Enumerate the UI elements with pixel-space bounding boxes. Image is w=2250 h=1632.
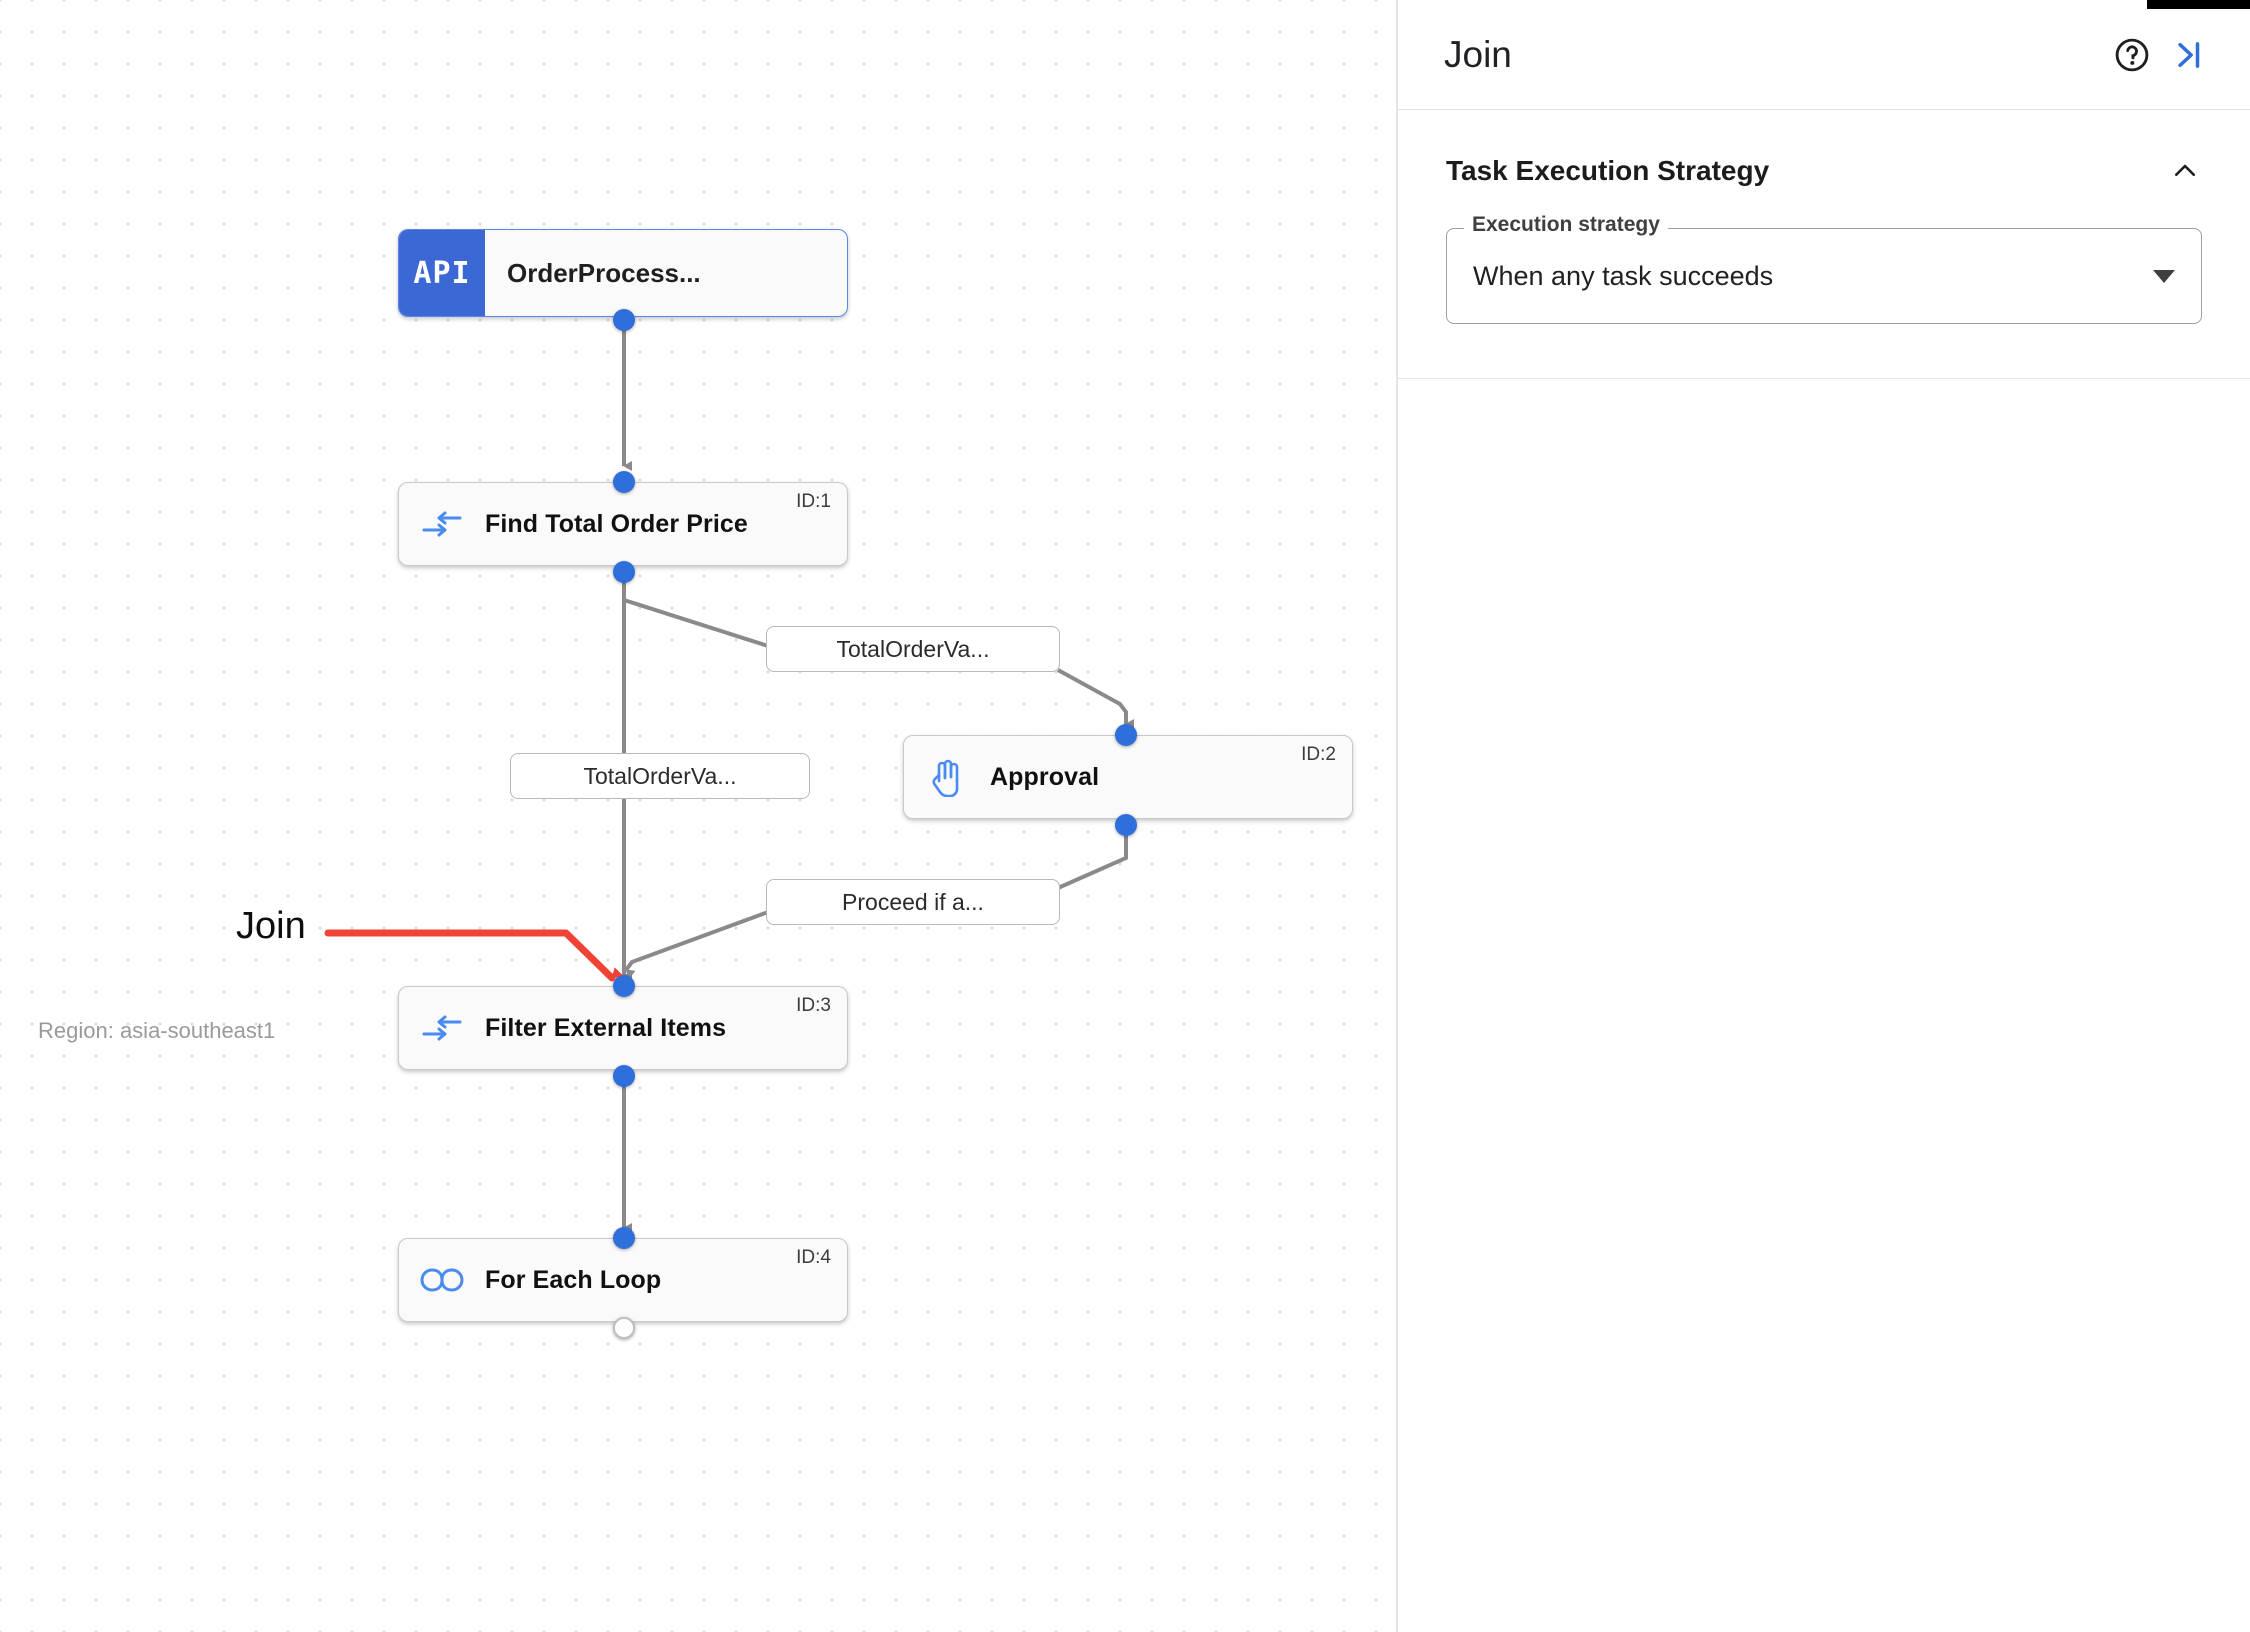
panel-header: Join bbox=[1398, 0, 2250, 110]
panel-title: Join bbox=[1444, 33, 1512, 75]
node-api-title: OrderProcess... bbox=[507, 257, 701, 288]
chevron-down-icon[interactable] bbox=[2153, 269, 2175, 283]
node-title: Find Total Order Price bbox=[485, 509, 748, 538]
port-task4-output[interactable] bbox=[613, 1317, 635, 1339]
node-find-total-order-price[interactable]: Find Total Order Price ID:1 bbox=[398, 482, 848, 566]
execution-strategy-select[interactable]: When any task succeeds bbox=[1446, 228, 2202, 324]
node-id-badge: ID:3 bbox=[796, 995, 831, 1016]
node-for-each-loop[interactable]: For Each Loop ID:4 bbox=[398, 1238, 848, 1322]
port-task4-input[interactable] bbox=[613, 1227, 635, 1249]
execution-strategy-field: Execution strategy When any task succeed… bbox=[1446, 213, 2202, 324]
edge-label-chip[interactable]: Proceed if a... bbox=[766, 879, 1060, 925]
port-api-output[interactable] bbox=[613, 309, 635, 331]
merge-arrows-icon bbox=[399, 509, 485, 539]
edge-label-chip[interactable]: TotalOrderVa... bbox=[766, 626, 1060, 672]
node-title: Approval bbox=[990, 762, 1100, 791]
collapse-panel-icon[interactable] bbox=[2160, 27, 2216, 83]
node-id-badge: ID:1 bbox=[796, 491, 831, 512]
infinity-loop-icon bbox=[399, 1267, 485, 1293]
port-task1-input[interactable] bbox=[613, 471, 635, 493]
node-title: For Each Loop bbox=[485, 1265, 662, 1294]
merge-arrows-icon bbox=[399, 1013, 485, 1043]
workflow-canvas[interactable]: Join API OrderProcess... Find Total Orde… bbox=[0, 0, 1396, 1632]
port-task2-input[interactable] bbox=[1115, 724, 1137, 746]
node-filter-external-items[interactable]: Filter External Items ID:3 bbox=[398, 986, 848, 1070]
execution-strategy-legend: Execution strategy bbox=[1464, 213, 1668, 237]
edge-label-chip[interactable]: TotalOrderVa... bbox=[510, 753, 810, 799]
node-title: Filter External Items bbox=[485, 1013, 727, 1042]
window-top-strip bbox=[2147, 0, 2250, 9]
canvas-panel-divider bbox=[1396, 0, 1398, 1632]
port-task3-input-join[interactable] bbox=[613, 975, 635, 997]
port-task1-output[interactable] bbox=[613, 561, 635, 583]
node-id-badge: ID:2 bbox=[1301, 744, 1336, 765]
node-api-trigger[interactable]: API OrderProcess... bbox=[398, 229, 848, 317]
api-badge-icon: API bbox=[399, 230, 485, 316]
task-execution-strategy-section: Task Execution Strategy Execution strate… bbox=[1398, 110, 2250, 379]
chevron-up-icon[interactable] bbox=[2168, 154, 2202, 188]
port-task3-output[interactable] bbox=[613, 1065, 635, 1087]
section-header[interactable]: Task Execution Strategy bbox=[1446, 154, 2202, 188]
section-title: Task Execution Strategy bbox=[1446, 155, 1770, 186]
node-approval[interactable]: Approval ID:2 bbox=[903, 735, 1353, 819]
hand-approval-icon bbox=[904, 757, 990, 797]
node-id-badge: ID:4 bbox=[796, 1247, 831, 1268]
region-label: Region: asia-southeast1 bbox=[38, 1018, 276, 1043]
join-annotation-label: Join bbox=[236, 905, 306, 947]
port-task2-output[interactable] bbox=[1115, 814, 1137, 836]
execution-strategy-value: When any task succeeds bbox=[1473, 260, 1774, 291]
help-circle-icon[interactable] bbox=[2104, 27, 2160, 83]
properties-panel: Join Task Execution Strategy bbox=[1398, 0, 2250, 1632]
